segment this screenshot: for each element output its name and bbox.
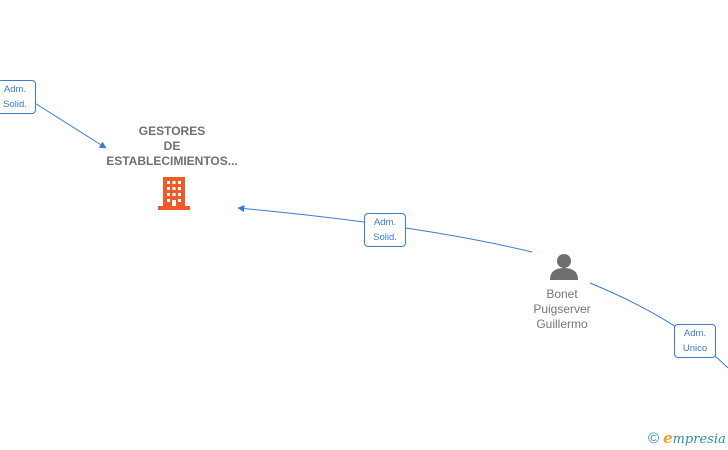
- edge-label-person-right[interactable]: Adm. Unico: [674, 324, 716, 358]
- person-name-line1: Bonet: [546, 287, 578, 301]
- company-name-line3: ESTABLECIMIENTOS...: [106, 154, 238, 168]
- person-name-line2: Puigserver: [533, 302, 591, 316]
- company-name-line1: GESTORES: [138, 124, 206, 138]
- edge-label-text: Adm.: [683, 328, 707, 339]
- copyright-symbol: ©: [648, 429, 660, 447]
- edge-label-text: Unico: [682, 343, 708, 354]
- company-name-line2: DE: [163, 139, 181, 153]
- edge-label-text: Adm.: [373, 217, 397, 228]
- edge-label-text: Solid.: [373, 232, 397, 243]
- edge-label-text: Adm.: [3, 84, 27, 95]
- brand-rest: mpresia: [672, 432, 726, 447]
- edge-label-text: Solid.: [3, 99, 27, 110]
- brand-initial: e: [663, 429, 673, 447]
- person-node-label[interactable]: Bonet Puigserver Guillermo: [514, 287, 610, 332]
- edge-line-top-left: [29, 99, 107, 149]
- edge-label-top-left[interactable]: Adm. Solid.: [0, 80, 36, 114]
- company-node-label[interactable]: GESTORES DE ESTABLECIMIENTOS...: [96, 124, 248, 169]
- edge-line-person-right: [589, 282, 728, 369]
- person-icon[interactable]: [550, 254, 578, 280]
- edge-label-person-company[interactable]: Adm. Solid.: [364, 213, 406, 247]
- brand-logo: empresia: [663, 429, 726, 447]
- footer-brand: © empresia: [648, 428, 726, 448]
- person-name-line3: Guillermo: [536, 317, 588, 331]
- building-icon[interactable]: [158, 177, 190, 210]
